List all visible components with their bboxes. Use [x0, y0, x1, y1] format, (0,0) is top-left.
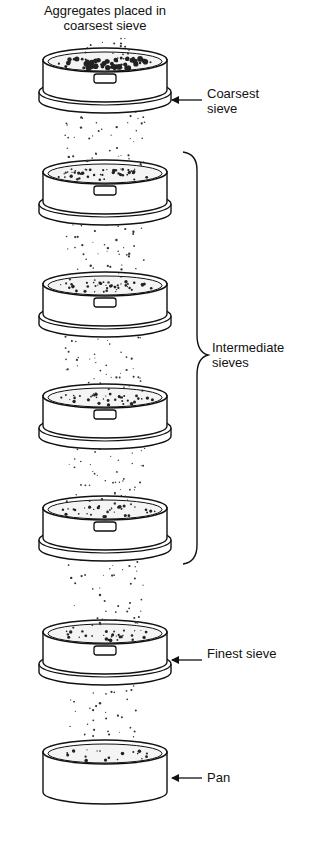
group-label: Intermediate sieves — [212, 340, 312, 370]
falling-particles — [65, 335, 144, 397]
sieve — [39, 384, 171, 449]
sieve — [39, 620, 171, 685]
falling-particles — [64, 109, 145, 174]
leader-arrows — [172, 100, 208, 778]
part-label: Pan — [207, 770, 279, 785]
bracket — [183, 152, 208, 564]
sieve — [39, 272, 171, 337]
part-label: Finest sieve — [207, 646, 279, 661]
falling-particles — [68, 558, 144, 633]
part-label: Coarsest sieve — [207, 86, 279, 116]
note-label: Aggregates placed in coarsest sieve — [25, 3, 185, 33]
sieve — [39, 48, 171, 113]
falling-particles — [66, 448, 145, 510]
pan — [43, 740, 167, 804]
sieve — [39, 496, 171, 561]
sieve — [39, 160, 171, 225]
falling-particles — [65, 224, 145, 286]
falling-particles — [85, 38, 130, 55]
